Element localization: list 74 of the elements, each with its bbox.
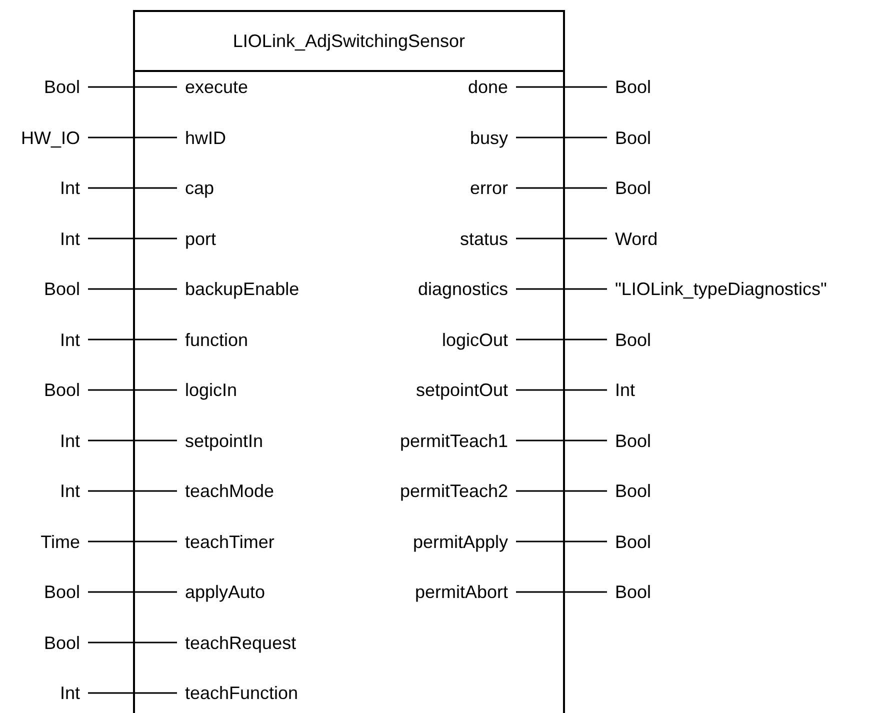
- pin-label: busy: [462, 126, 516, 148]
- data-type-label: "LIOLink_typeDiagnostics": [607, 278, 835, 300]
- connector-line: [516, 591, 607, 593]
- pin-label: execute: [177, 76, 256, 98]
- connector-line: [88, 338, 177, 340]
- data-type-label: Word: [607, 228, 666, 250]
- data-type-label: Int: [52, 328, 88, 350]
- data-type-label: Bool: [36, 379, 88, 401]
- data-type-label: Bool: [607, 126, 660, 148]
- data-type-label: Bool: [36, 76, 88, 98]
- data-type-label: Bool: [36, 278, 88, 300]
- pin-label: error: [462, 177, 516, 199]
- connector-line: [88, 440, 177, 442]
- data-type-label: Bool: [607, 430, 660, 452]
- data-type-label: Bool: [607, 76, 660, 98]
- connector-line: [88, 86, 177, 88]
- data-type-label: Int: [52, 682, 88, 704]
- data-type-label: Time: [32, 530, 88, 552]
- pin-label: teachTimer: [177, 530, 282, 552]
- block-title: LIOLink_AdjSwitchingSensor: [135, 12, 563, 72]
- pin-label: logicIn: [177, 379, 246, 401]
- data-type-label: HW_IO: [12, 126, 88, 148]
- connector-line: [516, 288, 607, 290]
- connector-line: [88, 642, 177, 644]
- pin-label: backupEnable: [177, 278, 308, 300]
- data-type-label: Int: [52, 177, 88, 199]
- connector-line: [88, 490, 177, 492]
- pin-label: teachRequest: [177, 632, 304, 654]
- connector-line: [516, 540, 607, 542]
- connector-line: [516, 440, 607, 442]
- data-type-label: Int: [607, 379, 644, 401]
- data-type-label: Int: [52, 430, 88, 452]
- pin-label: logicOut: [434, 328, 516, 350]
- connector-line: [88, 692, 177, 694]
- connector-line: [516, 238, 607, 240]
- data-type-label: Bool: [36, 632, 88, 654]
- pin-label: permitTeach1: [392, 430, 516, 452]
- pin-label: diagnostics: [410, 278, 516, 300]
- connector-line: [88, 591, 177, 593]
- connector-line: [516, 86, 607, 88]
- connector-line: [516, 490, 607, 492]
- data-type-label: Bool: [607, 480, 660, 502]
- pin-label: teachMode: [177, 480, 282, 502]
- pin-label: done: [460, 76, 516, 98]
- pin-label: function: [177, 328, 256, 350]
- connector-line: [88, 389, 177, 391]
- data-type-label: Bool: [607, 328, 660, 350]
- pin-label: permitAbort: [406, 581, 516, 603]
- pin-label: applyAuto: [177, 581, 274, 603]
- connector-line: [516, 389, 607, 391]
- data-type-label: Bool: [607, 177, 660, 199]
- pin-label: setpointIn: [177, 430, 272, 452]
- data-type-label: Bool: [36, 581, 88, 603]
- connector-line: [516, 187, 607, 189]
- pin-label: teachFunction: [177, 682, 306, 704]
- connector-line: [516, 338, 607, 340]
- data-type-label: Bool: [607, 530, 660, 552]
- pin-label: permitApply: [404, 530, 516, 552]
- connector-line: [88, 540, 177, 542]
- function-block: [133, 10, 565, 713]
- connector-line: [88, 238, 177, 240]
- connector-line: [516, 136, 607, 138]
- pin-label: status: [452, 228, 516, 250]
- pin-label: port: [177, 228, 224, 250]
- connector-line: [88, 288, 177, 290]
- connector-line: [88, 187, 177, 189]
- connector-line: [88, 136, 177, 138]
- data-type-label: Int: [52, 228, 88, 250]
- pin-label: cap: [177, 177, 222, 199]
- pin-label: setpointOut: [408, 379, 516, 401]
- data-type-label: Bool: [607, 581, 660, 603]
- pin-label: hwID: [177, 126, 234, 148]
- data-type-label: Int: [52, 480, 88, 502]
- pin-label: permitTeach2: [392, 480, 516, 502]
